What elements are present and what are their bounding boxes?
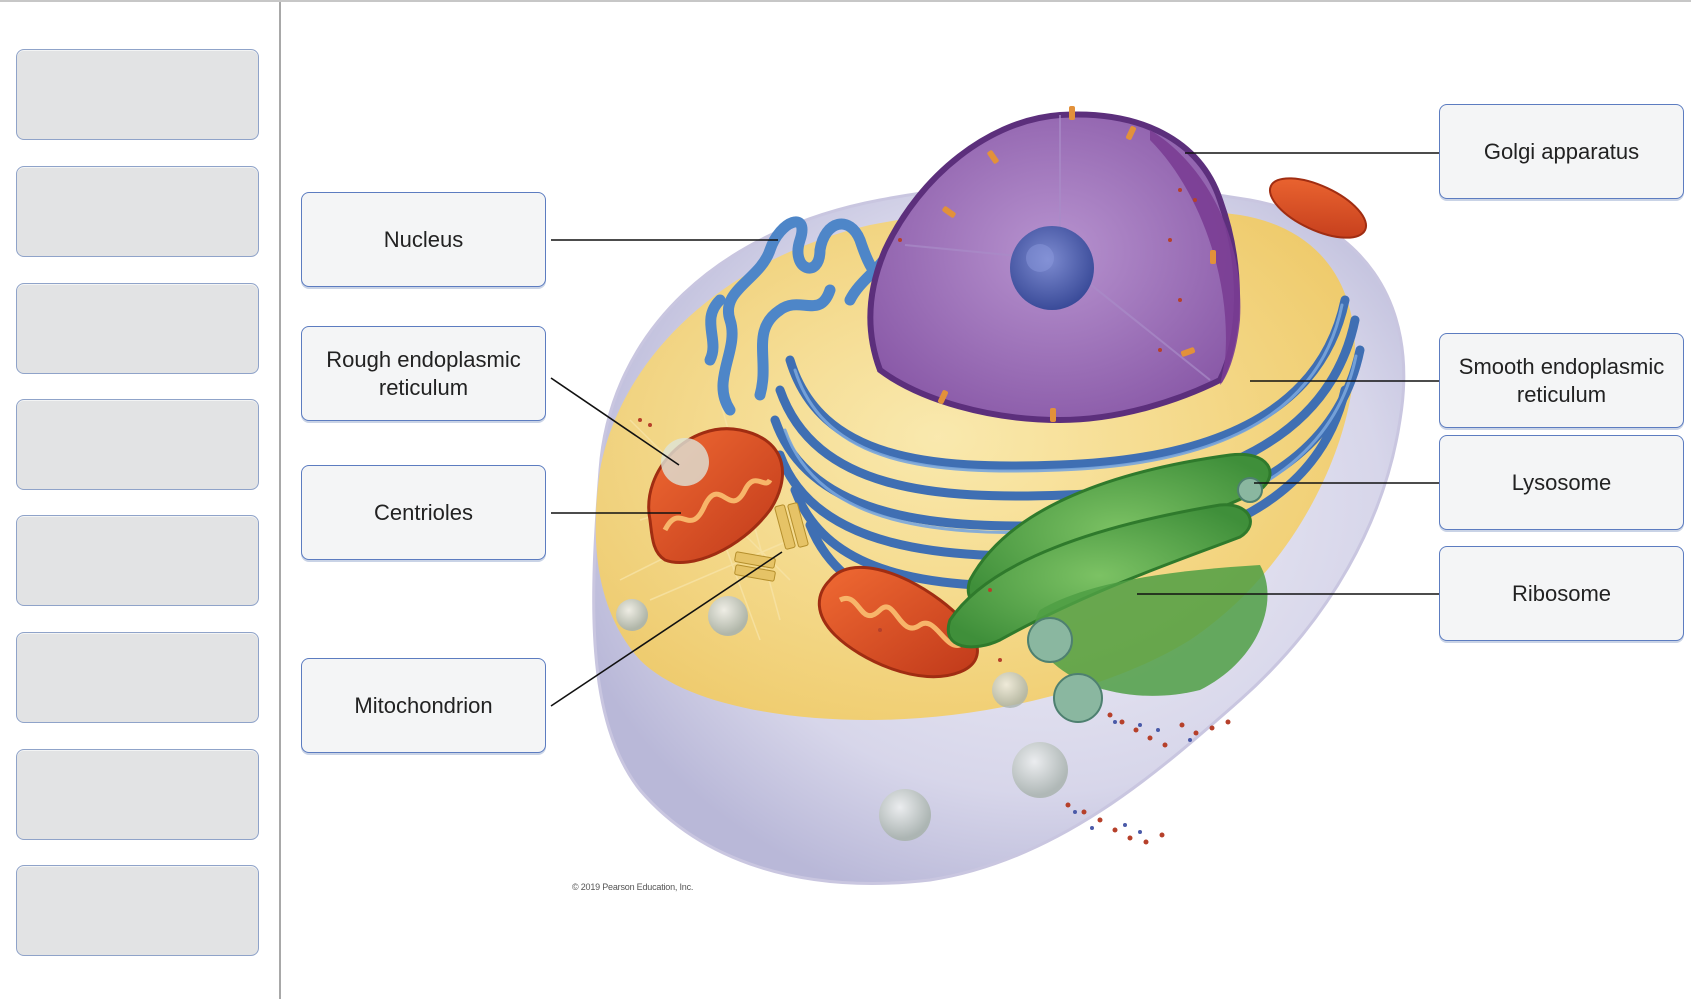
drop-slot-5[interactable] (16, 515, 259, 606)
label-smooth-er-text: Smooth endoplasmic reticulum (1458, 353, 1665, 407)
sidebar-divider (279, 2, 281, 999)
mitochondrion-bottom (817, 565, 979, 679)
drop-slot-3[interactable] (16, 283, 259, 374)
label-nucleus-text: Nucleus (383, 226, 464, 252)
label-ribosome-text: Ribosome (1511, 580, 1612, 606)
leader-line-mitochondrion (550, 551, 783, 707)
leader-line-rough-er (550, 377, 680, 466)
label-golgi-apparatus-text: Golgi apparatus (1483, 138, 1640, 164)
label-centrioles-text: Centrioles (373, 499, 474, 525)
label-rough-er-text: Rough endoplasmic reticulum (326, 346, 521, 400)
drop-slot-4[interactable] (16, 399, 259, 490)
top-border (0, 0, 1691, 2)
leader-lines (550, 152, 1439, 707)
mitochondrion-top-right (1268, 177, 1368, 239)
drop-slot-2[interactable] (16, 166, 259, 257)
nucleolus (1010, 226, 1094, 310)
drop-slot-1[interactable] (16, 49, 259, 140)
vesicles (616, 438, 1263, 841)
centrioles-structure (734, 502, 809, 582)
label-lysosome[interactable]: Lysosome (1439, 435, 1684, 530)
nuclear-pores (937, 106, 1216, 422)
answer-slot-panel (0, 2, 280, 999)
drop-slot-6[interactable] (16, 632, 259, 723)
golgi-stack (946, 452, 1272, 696)
label-lysosome-text: Lysosome (1511, 469, 1612, 495)
ribosome-dots-blue (1073, 720, 1192, 834)
nuclear-envelope-outer (1150, 130, 1241, 385)
label-rough-er[interactable]: Rough endoplasmic reticulum (301, 326, 546, 421)
label-ribosome[interactable]: Ribosome (1439, 546, 1684, 641)
label-nucleus[interactable]: Nucleus (301, 192, 546, 287)
label-mitochondrion[interactable]: Mitochondrion (301, 658, 546, 753)
label-centrioles[interactable]: Centrioles (301, 465, 546, 560)
ribosome-dots (638, 188, 1231, 845)
drop-slot-8[interactable] (16, 865, 259, 956)
copyright-credit: © 2019 Pearson Education, Inc. (572, 882, 694, 892)
label-golgi-apparatus[interactable]: Golgi apparatus (1439, 104, 1684, 199)
label-mitochondrion-text: Mitochondrion (354, 692, 493, 718)
label-smooth-er[interactable]: Smooth endoplasmic reticulum (1439, 333, 1684, 428)
drop-slot-7[interactable] (16, 749, 259, 840)
